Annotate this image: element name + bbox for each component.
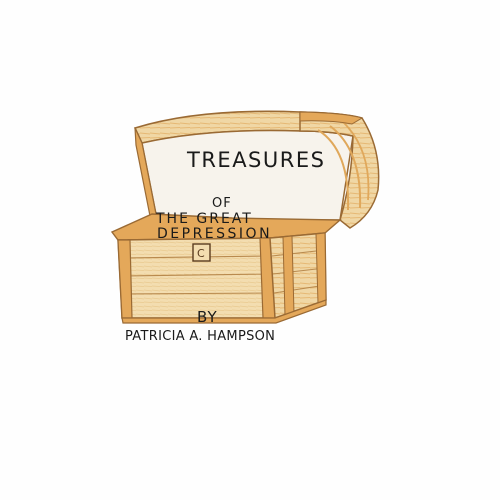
subtitle-of: OF [212, 196, 232, 211]
lock-letter: C [197, 247, 206, 260]
by-label: BY [197, 308, 218, 326]
subtitle-depression: DEPRESSION [157, 226, 273, 242]
chest-lid [133, 110, 380, 229]
lock-plate [192, 243, 211, 262]
author-name: PATRICIA A. HAMPSON [125, 329, 276, 344]
subtitle-the-great: THE GREAT [156, 211, 253, 227]
cover-title: TREASURES [187, 148, 326, 172]
chest-body [110, 213, 342, 324]
